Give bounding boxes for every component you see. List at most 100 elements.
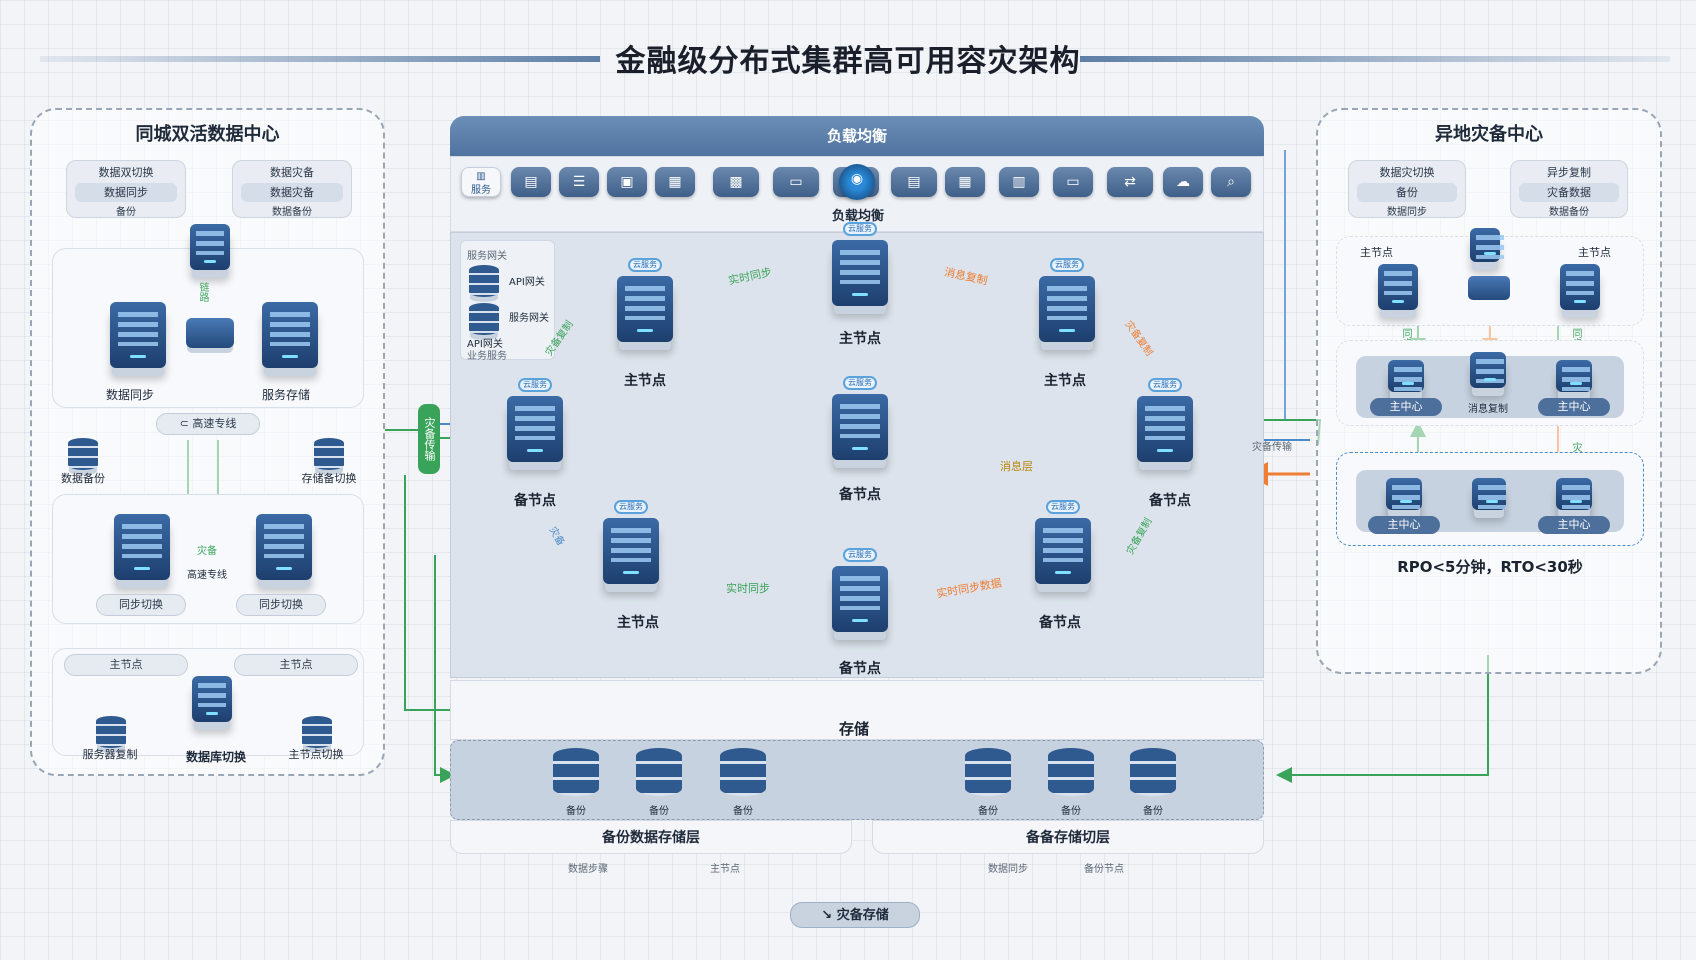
server-icon[interactable] — [110, 302, 166, 368]
database-icon[interactable] — [720, 748, 766, 796]
server-icon[interactable] — [192, 676, 232, 722]
server-icon[interactable] — [507, 396, 563, 462]
database-icon[interactable] — [1130, 748, 1176, 796]
api-box-foot: 业务服务 — [467, 351, 507, 362]
server-icon[interactable] — [1560, 264, 1600, 310]
server-icon[interactable] — [256, 514, 312, 580]
left-card-a[interactable]: 数据双切换 数据同步 备份 — [66, 160, 186, 218]
cloud-icon[interactable]: ☁ — [1163, 167, 1203, 197]
edge-label-msg: 消息层 — [1000, 460, 1033, 473]
right-card-b[interactable]: 异步复制 灾备数据 数据备份 — [1510, 160, 1628, 218]
server-icon[interactable] — [1035, 518, 1091, 584]
database-icon[interactable] — [553, 748, 599, 796]
server-icon[interactable] — [1388, 360, 1424, 392]
server-icon[interactable] — [603, 518, 659, 584]
storage-item: 备份 — [1061, 806, 1081, 817]
caption-item: 数据步骤 — [568, 864, 608, 875]
list-icon[interactable]: ☰ — [559, 167, 599, 197]
database-icon[interactable] — [469, 303, 499, 335]
left-card-b-title: 数据灾备 — [270, 166, 314, 179]
chart-icon[interactable]: ▩ — [713, 167, 759, 197]
table-icon[interactable]: ▦ — [945, 167, 985, 197]
left-cluster2-right-pill[interactable]: 同步切换 — [236, 594, 326, 616]
api-icon[interactable]: ⇄ — [1107, 167, 1153, 197]
right-card-a-sub1: 备份 — [1357, 183, 1457, 202]
database-icon[interactable] — [1048, 748, 1094, 796]
right-card-b-title: 异步复制 — [1547, 166, 1591, 179]
server-icon[interactable] — [1470, 228, 1504, 262]
node-lower-left-label: 主节点 — [617, 615, 659, 631]
server-icon[interactable] — [1472, 478, 1506, 510]
api-item-1: API网关 — [509, 277, 545, 288]
cloud-icon: 云服务 — [614, 500, 648, 514]
right-card-a[interactable]: 数据灾切换 备份 数据同步 — [1348, 160, 1466, 218]
database-icon[interactable] — [68, 438, 98, 470]
footer-left: 备份数据存储层 — [450, 820, 852, 854]
title-decoration-right — [1080, 56, 1670, 62]
document-icon[interactable]: ▦ — [655, 167, 695, 197]
server-icon[interactable] — [114, 514, 170, 580]
left-cluster2-left-pill[interactable]: 同步切换 — [96, 594, 186, 616]
storage-item: 备份 — [978, 806, 998, 817]
service-button[interactable]: ▥服务 — [461, 167, 501, 197]
database-icon[interactable] — [965, 748, 1011, 796]
server-icon[interactable] — [1386, 478, 1422, 510]
message-icon[interactable]: ▭ — [1053, 167, 1093, 197]
left-cluster2-center-sub: 高速专线 — [187, 570, 227, 581]
node-bottom-label: 备节点 — [839, 661, 881, 677]
window-icon[interactable]: ▭ — [773, 167, 819, 197]
right-mid-right-pill[interactable]: 主中心 — [1538, 398, 1610, 416]
right-card-a-title: 数据灾切换 — [1379, 166, 1435, 179]
server-icon[interactable] — [1556, 360, 1592, 392]
left-card-b-sub1: 数据灾备 — [241, 183, 343, 202]
search-icon[interactable]: ⌕ — [1211, 167, 1251, 197]
left-card-b[interactable]: 数据灾备 数据灾备 数据备份 — [232, 160, 352, 218]
storage-item: 备份 — [566, 806, 586, 817]
database-icon[interactable] — [636, 748, 682, 796]
database-icon[interactable] — [302, 716, 332, 748]
database-icon[interactable] — [96, 716, 126, 748]
database-icon[interactable] — [314, 438, 344, 470]
service-button-label: 服务 — [471, 185, 491, 196]
server-icon[interactable] — [832, 394, 888, 460]
bottom-storage-pill[interactable]: ↘ 灾备存储 — [790, 902, 920, 928]
server-icon[interactable] — [832, 240, 888, 306]
service-icon-row: ▥服务 ▤ ☰ ▣ ▦ ▩ ▭ ▦ ◉ ▤ ▦ ▥ ▭ ⇄ ☁ ⌕ 负载均衡 — [450, 156, 1264, 232]
dedicated-line-pill[interactable]: ⊂ 高速专线 — [156, 413, 260, 435]
right-db-label: 存储备切换 — [301, 472, 357, 485]
right-low-left-pill[interactable]: 主中心 — [1368, 516, 1440, 534]
left-db-label: 数据备份 — [61, 472, 105, 485]
right-mid-left-pill[interactable]: 主中心 — [1370, 398, 1442, 416]
cloud-icon: 云服务 — [1050, 258, 1084, 272]
server-icon[interactable] — [262, 302, 318, 368]
server-icon[interactable] — [1470, 352, 1506, 388]
node-center-label: 备节点 — [839, 487, 881, 503]
server-icon[interactable] — [1378, 264, 1418, 310]
dedicated-line-label: 高速专线 — [192, 417, 237, 430]
monitor-icon[interactable]: ▣ — [607, 167, 647, 197]
load-balancer-icon[interactable]: ◉ — [839, 164, 875, 200]
switch-icon[interactable] — [1468, 276, 1510, 300]
storage-item: 备份 — [649, 806, 669, 817]
link-icon: ⊂ — [179, 417, 193, 430]
server-rack-icon[interactable]: ▤ — [891, 167, 937, 197]
node-right-label: 备节点 — [1149, 493, 1191, 509]
right-low-right-pill[interactable]: 主中心 — [1538, 516, 1610, 534]
server-icon[interactable] — [1039, 276, 1095, 342]
server-icon[interactable] — [1137, 396, 1193, 462]
server-icon[interactable] — [1556, 478, 1592, 510]
layout-icon[interactable]: ▥ — [999, 167, 1039, 197]
left-link-label: 链路 — [197, 282, 208, 302]
server-icon[interactable] — [832, 566, 888, 632]
left-node-a[interactable]: 主节点 — [64, 654, 188, 676]
left-node-b[interactable]: 主节点 — [234, 654, 358, 676]
server-icon[interactable] — [190, 224, 230, 270]
server-icon[interactable] — [617, 276, 673, 342]
database-icon[interactable] — [469, 265, 499, 297]
dashboard-icon[interactable]: ▤ — [511, 167, 551, 197]
right-card-a-sub2: 数据同步 — [1387, 207, 1427, 218]
switch-icon[interactable] — [186, 318, 234, 348]
cloud-icon: 云服务 — [843, 376, 877, 390]
title-decoration-left — [40, 56, 600, 62]
node-upper-left-label: 主节点 — [624, 373, 666, 389]
